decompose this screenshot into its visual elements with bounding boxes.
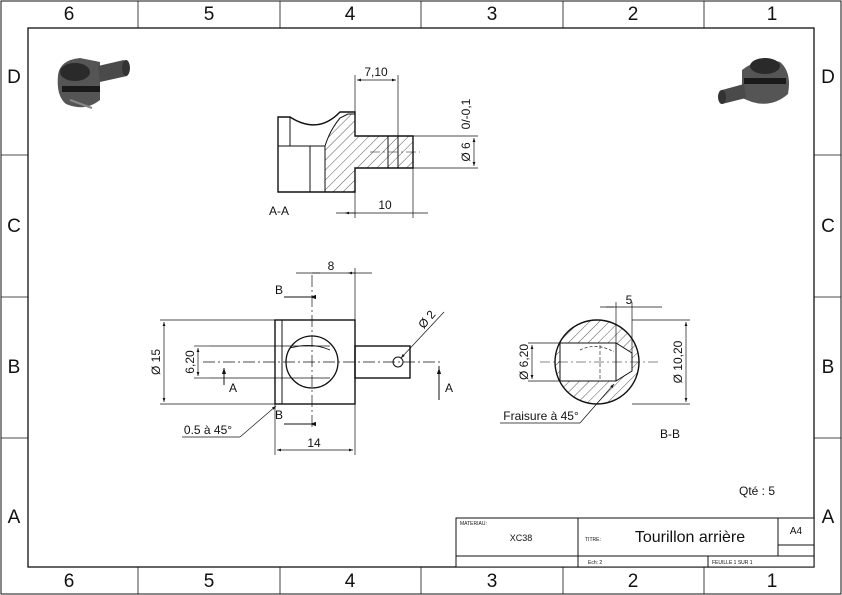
cut-label-b-bottom: B — [275, 408, 283, 422]
drawing-title: Tourillon arrière — [635, 529, 745, 546]
cut-label-a-left: A — [229, 381, 237, 395]
row-label: B — [8, 357, 21, 378]
column-label: 3 — [487, 571, 498, 592]
row-label: D — [7, 67, 21, 88]
column-labels-bottom: 6 5 4 3 2 1 — [64, 571, 778, 592]
column-label: 5 — [204, 4, 215, 25]
section-bb-label: B-B — [660, 427, 680, 441]
column-label: 6 — [64, 4, 75, 25]
dim-aa-top: 7,10 — [364, 65, 388, 79]
column-labels-top: 6 5 4 3 2 1 — [64, 4, 778, 25]
column-label: 2 — [628, 4, 639, 25]
section-view-bb — [500, 302, 690, 424]
row-label: C — [7, 216, 21, 237]
sheet-number: FEUILLE 1 SUR 1 — [712, 560, 753, 566]
row-label: A — [822, 507, 835, 528]
column-label: 3 — [487, 4, 498, 25]
material-label: MATERIAU: — [460, 521, 487, 527]
dim-front-outer-diameter: Ø 15 — [149, 349, 163, 375]
dim-front-bottom: 14 — [307, 436, 321, 450]
dim-front-hole: Ø 2 — [415, 307, 438, 331]
chamfer-note: 0.5 à 45° — [184, 423, 232, 437]
dim-front-top: 8 — [328, 259, 335, 273]
column-label: 4 — [345, 571, 356, 592]
row-labels-right: D C B A — [821, 67, 835, 528]
dim-aa-bottom: 10 — [378, 198, 392, 212]
dim-front-inner: 6,20 — [183, 350, 197, 374]
cut-label-b-top: B — [275, 283, 283, 297]
row-label: B — [822, 357, 835, 378]
column-label: 1 — [767, 571, 778, 592]
column-label: 4 — [345, 4, 356, 25]
quantity-note: Qté : 5 — [739, 484, 775, 498]
row-label: C — [821, 216, 835, 237]
dim-aa-tolerance: 0/-0,1 — [459, 98, 473, 129]
cut-label-a-right: A — [445, 381, 453, 395]
column-label: 6 — [64, 571, 75, 592]
isometric-view-right — [718, 58, 789, 104]
row-labels-left: D C B A — [7, 67, 21, 528]
scale: Ech: 2 — [588, 560, 602, 566]
dim-aa-diameter: Ø 6 — [459, 142, 473, 162]
isometric-view-left — [57, 58, 130, 109]
dim-bb-top: 5 — [626, 293, 633, 307]
sheet-size: A4 — [790, 526, 803, 537]
front-view — [160, 268, 445, 455]
title-label: TITRE: — [585, 537, 601, 543]
column-label: 5 — [204, 571, 215, 592]
title-block — [455, 517, 815, 568]
countersink-note: Fraisure à 45° — [503, 409, 579, 423]
row-label: D — [821, 67, 835, 88]
column-label: 1 — [767, 4, 778, 25]
dim-bb-left: Ø 6,20 — [517, 344, 531, 380]
material-value: XC38 — [510, 533, 533, 543]
section-aa-label: A-A — [269, 204, 289, 218]
column-label: 2 — [628, 571, 639, 592]
row-label: A — [8, 507, 21, 528]
section-view-aa — [277, 75, 478, 218]
dim-bb-right: Ø 10,20 — [671, 340, 685, 383]
